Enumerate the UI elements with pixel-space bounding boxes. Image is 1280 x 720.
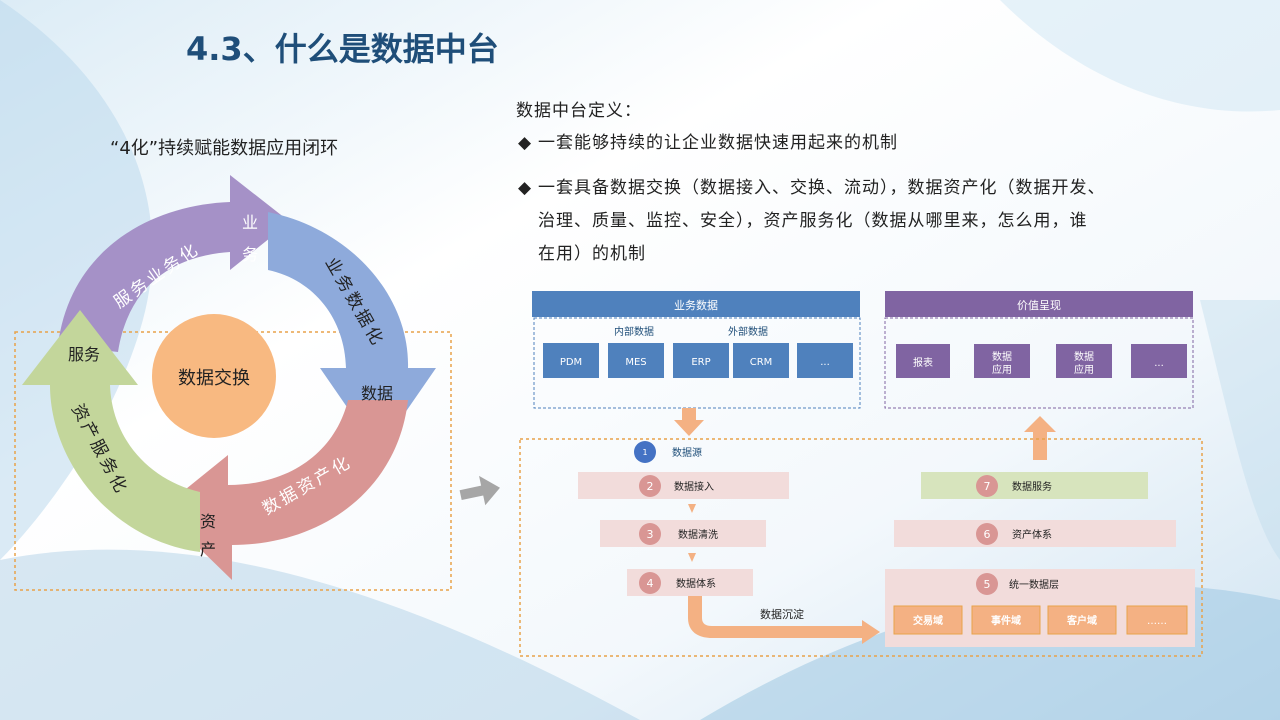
step-6-circle bbox=[976, 523, 998, 545]
definition-bullet-2: ◆一套具备数据交换（数据接入、交换、流动），数据资产化（数据开发、 治理、质量、… bbox=[518, 172, 1218, 271]
internal-label: 内部数据 bbox=[614, 325, 654, 338]
sediment-arrow bbox=[688, 596, 880, 644]
step-3-circle bbox=[639, 523, 661, 545]
down-arrow bbox=[674, 408, 704, 436]
business-header-label: 业务数据 bbox=[674, 298, 718, 312]
bullet-mark: ◆ bbox=[518, 178, 533, 198]
blue-arrow bbox=[268, 212, 436, 452]
four-ization-cycle: 数据交换 服务业务化 业 务 业务数据化 数据 数据资产化 资 产 资产服务化 … bbox=[14, 175, 452, 591]
value-more: ... bbox=[1154, 358, 1164, 369]
domain-more: …… bbox=[1147, 616, 1167, 627]
tip-business-1: 业 bbox=[242, 213, 258, 232]
bullet-2-line-3: 在用）的机制 bbox=[538, 244, 646, 264]
source-boxes: PDM MES ERP CRM ... bbox=[543, 343, 853, 378]
bullet-1-text: 一套能够持续的让企业数据快速用起来的机制 bbox=[538, 133, 898, 153]
domain-event: 事件域 bbox=[991, 614, 1021, 627]
tip-business-2: 务 bbox=[242, 245, 258, 264]
step-7-circle bbox=[976, 475, 998, 497]
bullet-mark: ◆ bbox=[518, 133, 533, 153]
domain-trade: 交易域 bbox=[913, 614, 943, 627]
step-5-num: 5 bbox=[984, 578, 991, 591]
step-5-label: 统一数据层 bbox=[1009, 578, 1059, 591]
value-app-2-line2: 应用 bbox=[1074, 363, 1094, 376]
domain-boxes: 交易域 事件域 客户域 …… bbox=[893, 605, 1188, 635]
red-arrow bbox=[160, 400, 408, 580]
value-report: 报表 bbox=[913, 356, 933, 369]
step-3-num: 3 bbox=[647, 528, 654, 541]
step-6-label: 资产体系 bbox=[1012, 528, 1052, 541]
step-2-label: 数据接入 bbox=[674, 480, 714, 493]
tip-asset-2: 产 bbox=[200, 540, 216, 559]
domain-customer: 客户域 bbox=[1066, 614, 1097, 627]
value-app-2-line1: 数据 bbox=[1074, 350, 1094, 363]
step-3-label: 数据清洗 bbox=[678, 528, 718, 541]
source-erp: ERP bbox=[691, 357, 710, 368]
step-7-box bbox=[921, 472, 1148, 499]
step-arrow-3-4 bbox=[688, 553, 696, 562]
bullet-2-line-2: 治理、质量、监控、安全），资产服务化（数据从哪里来，怎么用，谁 bbox=[538, 211, 1088, 231]
source-pdm: PDM bbox=[560, 357, 582, 368]
step-4-label: 数据体系 bbox=[676, 577, 716, 590]
tip-data: 数据 bbox=[361, 384, 393, 403]
purple-arrow bbox=[58, 175, 290, 352]
tip-asset-1: 资 bbox=[200, 512, 216, 531]
cycle-subtitle: “4化”持续赋能数据应用闭环 bbox=[110, 138, 339, 159]
step-1-circle bbox=[634, 441, 656, 463]
step-7-num: 7 bbox=[984, 480, 991, 493]
source-more: ... bbox=[820, 357, 830, 368]
business-header bbox=[532, 291, 860, 317]
external-label: 外部数据 bbox=[728, 325, 768, 338]
up-arrow bbox=[1024, 416, 1056, 460]
center-circle bbox=[152, 314, 276, 438]
step-arrow-2-3 bbox=[688, 504, 696, 513]
center-label: 数据交换 bbox=[178, 368, 250, 389]
source-crm: CRM bbox=[750, 357, 773, 368]
step-4-circle bbox=[639, 572, 661, 594]
step-2-box bbox=[578, 472, 789, 499]
green-arrow bbox=[22, 310, 200, 552]
step-1-num: 1 bbox=[642, 448, 647, 457]
gray-right-arrow-icon bbox=[459, 475, 500, 506]
business-frame bbox=[533, 317, 861, 409]
value-header bbox=[885, 291, 1193, 317]
bullet-2-line-1: 一套具备数据交换（数据接入、交换、流动），数据资产化（数据开发、 bbox=[538, 178, 1106, 198]
step-1-label: 数据源 bbox=[672, 446, 702, 459]
value-header-label: 价值呈现 bbox=[1017, 299, 1061, 312]
step-4-num: 4 bbox=[647, 577, 654, 590]
step-6-num: 6 bbox=[984, 528, 991, 541]
page-title: 4.3、什么是数据中台 bbox=[186, 30, 499, 68]
step-7-label: 数据服务 bbox=[1012, 480, 1052, 493]
step-2-num: 2 bbox=[647, 480, 654, 493]
tip-service: 服务 bbox=[68, 345, 100, 364]
step-2-circle bbox=[639, 475, 661, 497]
step-6-box bbox=[894, 520, 1176, 547]
data-platform-diagram: 业务数据 内部数据 外部数据 PDM MES ERP CRM ... 价值呈现 … bbox=[519, 291, 1203, 657]
value-boxes: 报表 数据 应用 数据 应用 ... bbox=[896, 344, 1187, 378]
source-mes: MES bbox=[625, 357, 646, 368]
step-5-circle bbox=[976, 573, 998, 595]
value-frame bbox=[884, 317, 1194, 409]
definition-bullet-1: ◆一套能够持续的让企业数据快速用起来的机制 bbox=[518, 127, 1218, 160]
step-3-box bbox=[600, 520, 766, 547]
value-app-1-line1: 数据 bbox=[992, 350, 1012, 363]
definition-heading: 数据中台定义： bbox=[516, 101, 642, 121]
sediment-label: 数据沉淀 bbox=[760, 607, 804, 621]
value-app-1-line2: 应用 bbox=[992, 363, 1012, 376]
